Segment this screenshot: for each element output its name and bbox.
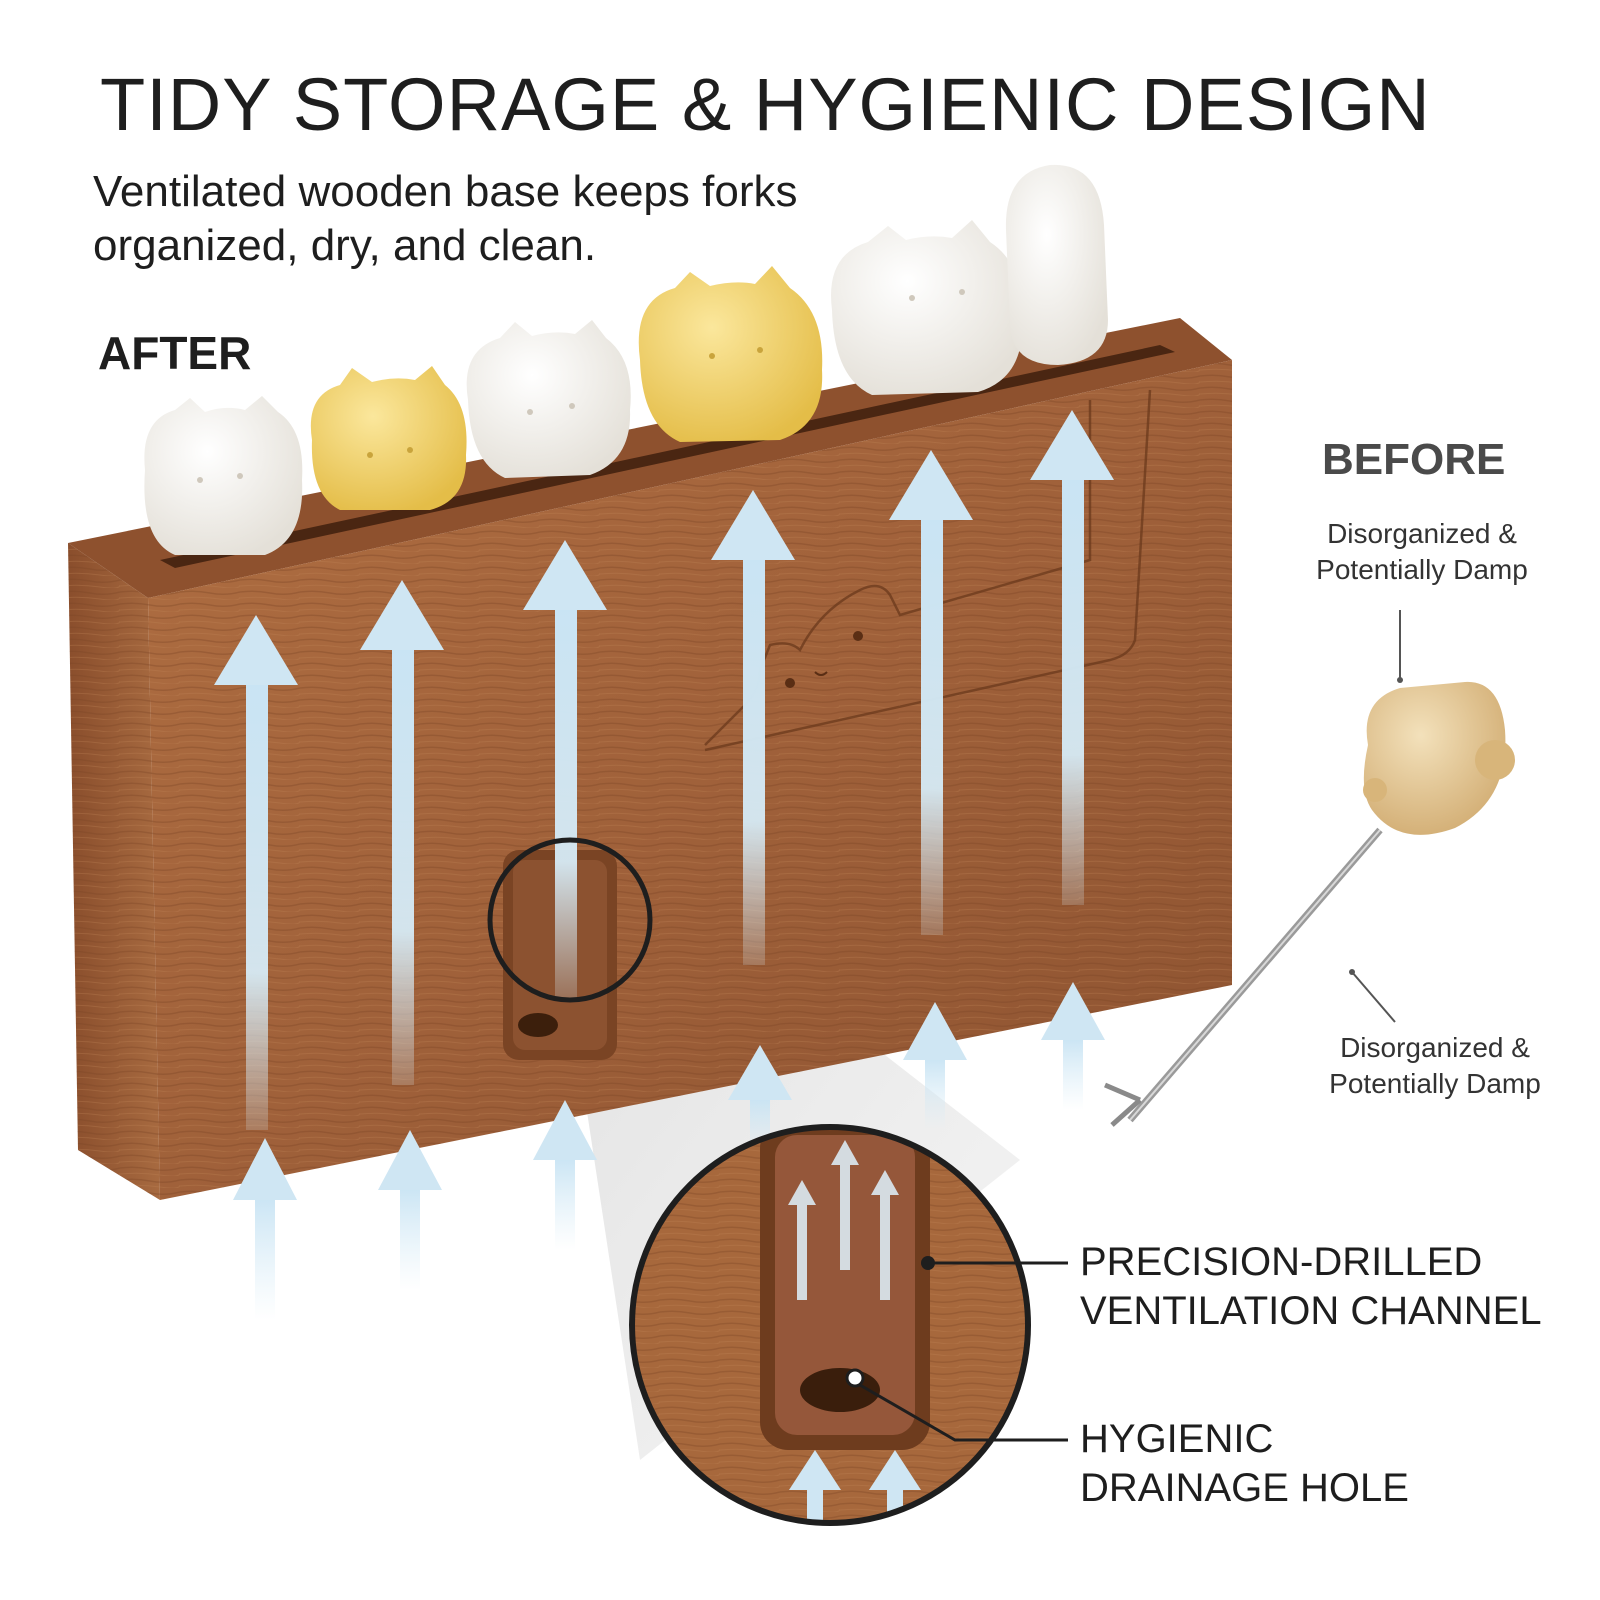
- before-note-1-line-2: Potentially Damp: [1316, 554, 1528, 586]
- before-note-2-line-2: Potentially Damp: [1329, 1068, 1541, 1100]
- drainage-hole-callout: HYGIENIC DRAINAGE HOLE: [1080, 1415, 1409, 1513]
- cat-head-white-1: [144, 396, 303, 555]
- ventilation-channel-callout: PRECISION-DRILLED VENTILATION CHANNEL: [1080, 1238, 1542, 1336]
- before-note-2-line-1: Disorganized &: [1340, 1032, 1530, 1063]
- zoom-detail-circle: [629, 1124, 1031, 1526]
- before-note-leader-2: [1351, 971, 1396, 1023]
- cat-head-yellow-2: [638, 266, 823, 442]
- before-label: BEFORE: [1322, 435, 1506, 484]
- cat-fork-heads: [144, 164, 1108, 555]
- cat-head-white-2: [466, 320, 631, 478]
- before-note-1-line-1: Disorganized &: [1327, 518, 1517, 549]
- headline: TIDY STORAGE & HYGIENIC DESIGN: [100, 63, 1431, 146]
- drainage-callout-line-1: HYGIENIC: [1080, 1417, 1274, 1461]
- cat-head-white-3: [831, 220, 1023, 395]
- cat-head-yellow-1: [310, 366, 467, 510]
- after-label: AFTER: [98, 327, 252, 379]
- loose-cat-fork: [1104, 681, 1515, 1127]
- ventilation-callout-line-2: VENTILATION CHANNEL: [1080, 1288, 1542, 1333]
- airflow-arrows-on-block: [214, 410, 1114, 1130]
- wooden-fork-holder: [68, 318, 1232, 1200]
- ventilation-callout-line-1: PRECISION-DRILLED: [1080, 1240, 1483, 1284]
- cat-head-white-4: [1005, 164, 1108, 365]
- subheadline-line-1: Ventilated wooden base keeps forks: [93, 167, 798, 216]
- drainage-callout-line-2: DRAINAGE HOLE: [1080, 1465, 1409, 1510]
- before-note-1: Disorganized & Potentially Damp: [1282, 516, 1562, 589]
- callout-leaders: [845, 1256, 1068, 1442]
- small-magnifier-lens: [487, 837, 653, 1003]
- before-note-2: Disorganized & Potentially Damp: [1290, 1030, 1580, 1103]
- subheadline-line-2: organized, dry, and clean.: [93, 221, 597, 270]
